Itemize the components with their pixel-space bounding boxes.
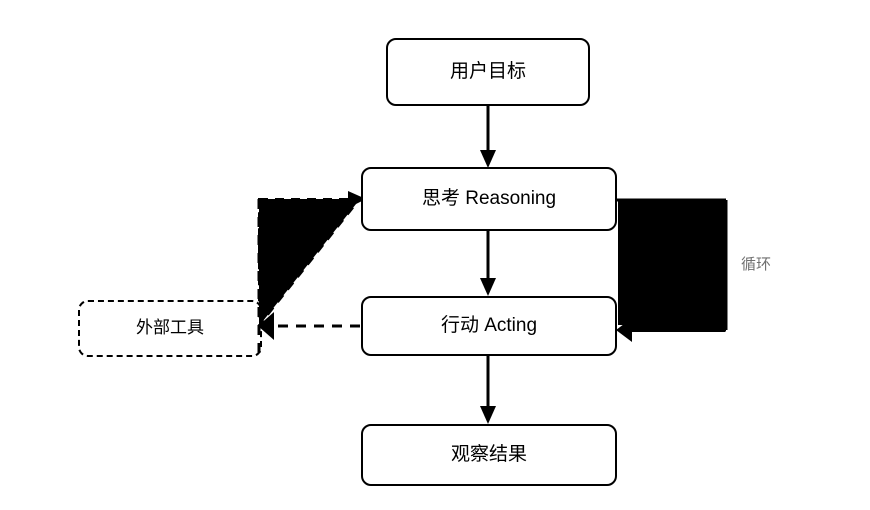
node-user-goal[interactable]: 用户目标 xyxy=(386,38,590,106)
node-acting[interactable]: 行动 Acting xyxy=(361,296,617,356)
node-external-tools[interactable]: 外部工具 xyxy=(78,300,262,357)
edge-acting-to-observation xyxy=(480,356,496,424)
edge-acting-to-tools xyxy=(258,312,360,340)
node-acting-label: 行动 Acting xyxy=(440,314,538,336)
edge-observation-loop-back xyxy=(616,198,728,342)
node-external-tools-label: 外部工具 xyxy=(136,318,204,338)
loop-label: 循环 xyxy=(741,256,772,273)
loop-back-black-region xyxy=(618,200,725,325)
loop-back-black-region-tail xyxy=(630,322,725,332)
node-user-goal-label: 用户目标 xyxy=(449,60,526,82)
node-observation-label: 观察结果 xyxy=(450,443,527,465)
edge-reasoning-to-acting xyxy=(480,231,496,296)
node-reasoning-label: 思考 Reasoning xyxy=(421,187,557,209)
edge-goal-to-reasoning xyxy=(480,106,496,168)
node-observation[interactable]: 观察结果 xyxy=(361,424,617,486)
node-reasoning[interactable]: 思考 Reasoning xyxy=(361,167,617,231)
edge-tools-to-reasoning xyxy=(257,191,366,360)
